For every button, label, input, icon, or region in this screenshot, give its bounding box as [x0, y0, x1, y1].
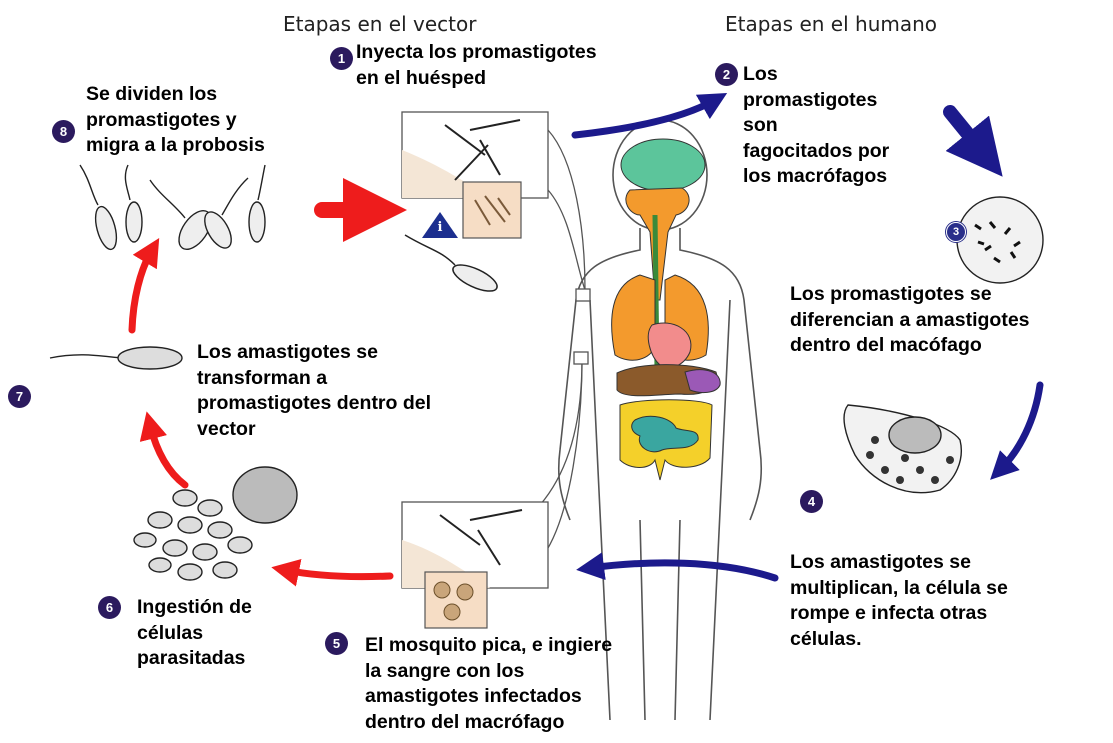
- step-2-line: promastigotes: [743, 88, 889, 114]
- step-7-line: promastigotes dentro del: [197, 391, 431, 417]
- promastigote-single: [405, 235, 501, 296]
- arrow-2-to-3: [950, 112, 985, 155]
- step-8-line: migra a la probosis: [86, 133, 265, 159]
- step-4-line: multiplican, la célula se: [790, 576, 1008, 602]
- step-4-label: Los amastigotes se multiplican, la célul…: [790, 550, 1008, 652]
- transforming-promastigote: [50, 347, 182, 369]
- vector-stages-header: Etapas en el vector: [283, 12, 476, 36]
- step-2-line: Los: [743, 62, 889, 88]
- step-6-line: células: [137, 621, 252, 647]
- infected-cell: [844, 405, 961, 493]
- step-1-badge: 1: [330, 47, 353, 70]
- left-lung-organ: [612, 275, 655, 360]
- human-stages-header: Etapas en el humano: [725, 12, 937, 36]
- step-2-line: fagocitados por: [743, 139, 889, 165]
- step-8-line: Se dividen los: [86, 82, 265, 108]
- mosquito-panel-top: [402, 112, 548, 238]
- step-4-badge: 4: [800, 490, 823, 513]
- step-7-badge: 7: [8, 385, 31, 408]
- step-5-line: amastigotes infectados: [365, 684, 612, 710]
- arrow-5-to-6: [285, 570, 390, 577]
- step-5-label: El mosquito pica, e ingiere la sangre co…: [365, 633, 612, 735]
- brain-organ: [621, 139, 705, 191]
- step-2-label: Los promastigotes son fagocitados por lo…: [743, 62, 889, 190]
- step-3-label: Los promastigotes se diferencian a amast…: [790, 282, 1030, 359]
- arrow-6-to-7: [150, 425, 185, 485]
- step-8-line: promastigotes y: [86, 108, 265, 134]
- step-6-badge: 6: [98, 596, 121, 619]
- step-5-line: dentro del macrófago: [365, 710, 612, 736]
- step-2-badge: 2: [715, 63, 738, 86]
- step-5-badge: 5: [325, 632, 348, 655]
- step-6-line: parasitadas: [137, 646, 252, 672]
- stomach-organ: [685, 370, 720, 393]
- arrow-3-to-4: [1000, 385, 1040, 470]
- step-6-label: Ingestión de células parasitadas: [137, 595, 252, 672]
- step-2-line: son: [743, 113, 889, 139]
- step-5-line: El mosquito pica, e ingiere: [365, 633, 612, 659]
- step-3-badge: 3: [946, 222, 966, 242]
- step-7-line: transforman a: [197, 366, 431, 392]
- step-8-badge: 8: [52, 120, 75, 143]
- organs: [612, 139, 721, 480]
- step-3-line: dentro del macófago: [790, 333, 1030, 359]
- step-4-line: rompe e infecta otras: [790, 601, 1008, 627]
- step-4-line: células.: [790, 627, 1008, 653]
- step-7-line: Los amastigotes se: [197, 340, 431, 366]
- arrow-4-to-5: [590, 563, 775, 578]
- arrow-7-to-8: [132, 250, 152, 330]
- step-2-line: los macrófagos: [743, 164, 889, 190]
- step-1-line: en el huésped: [356, 66, 597, 92]
- mosquito-panel-bottom: [402, 502, 548, 628]
- step-3-line: Los promastigotes se: [790, 282, 1030, 308]
- step-1-line: Inyecta los promastigotes: [356, 40, 597, 66]
- dividing-promastigotes: [80, 165, 265, 255]
- step-7-line: vector: [197, 417, 431, 443]
- step-5-line: la sangre con los: [365, 659, 612, 685]
- step-6-line: Ingestión de: [137, 595, 252, 621]
- macrophage-cell: [957, 197, 1043, 283]
- step-1-label: Inyecta los promastigotes en el huésped: [356, 40, 597, 91]
- step-8-label: Se dividen los promastigotes y migra a l…: [86, 82, 265, 159]
- infective-stage-letter: i: [435, 220, 445, 235]
- step-7-label: Los amastigotes se transforman a promast…: [197, 340, 431, 442]
- parasitized-cells: [134, 467, 297, 580]
- step-3-line: diferencian a amastigotes: [790, 308, 1030, 334]
- step-4-line: Los amastigotes se: [790, 550, 1008, 576]
- arrow-1-to-2: [575, 100, 715, 135]
